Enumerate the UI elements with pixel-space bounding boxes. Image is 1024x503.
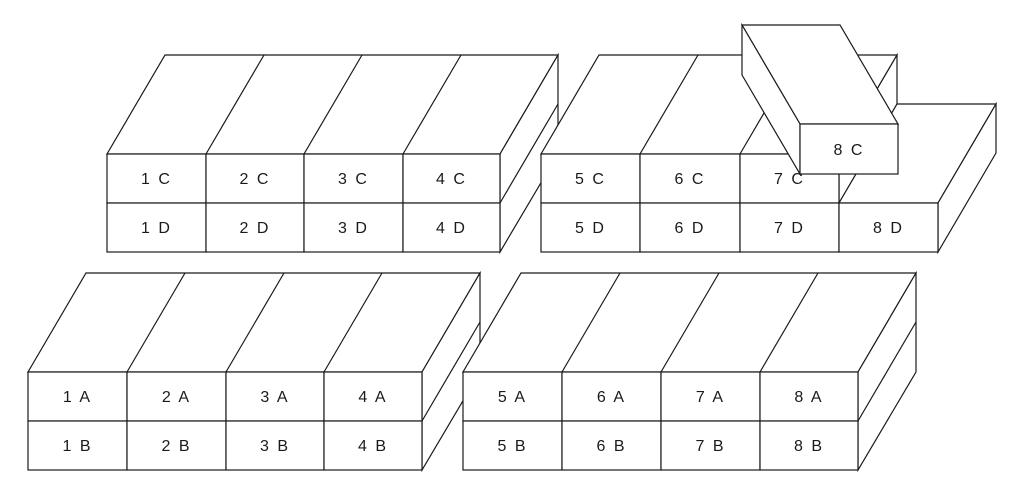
box-label: 7 A — [696, 389, 725, 406]
box-label: 7 D — [774, 220, 805, 237]
box-front: 6 D — [639, 202, 741, 253]
box-front: 3 D — [303, 202, 404, 253]
box-label: 7 B — [695, 438, 725, 455]
side-divider — [857, 321, 917, 422]
stack-top-left: 1 C 2 C 3 C 4 C 1 D 2 D 3 D 4 D — [105, 52, 560, 255]
box-label: 6 B — [596, 438, 626, 455]
box-divider — [126, 272, 186, 373]
box-label: 8 A — [794, 389, 823, 406]
box-label: 4 B — [358, 438, 388, 455]
box-front: 5 D — [540, 202, 641, 253]
box-front: 1 A — [27, 371, 128, 422]
side-divider — [421, 321, 481, 422]
stack-bottom-left: 1 A 2 A 3 A 4 A 1 B 2 B 3 B 4 B — [26, 270, 482, 473]
box-label: 8 D — [873, 220, 904, 237]
box-front: 5 B — [462, 420, 563, 471]
box-divider — [561, 272, 621, 373]
box-label: 3 A — [260, 389, 289, 406]
box-front: 3 A — [225, 371, 325, 422]
box-front: 6 B — [561, 420, 662, 471]
box-label: 8 B — [794, 438, 824, 455]
box-front: 3 C — [303, 153, 404, 204]
box-front: 1 D — [106, 202, 207, 253]
box-label: 3 D — [338, 220, 369, 237]
box-front: 4 A — [323, 371, 423, 422]
box-label: 1 D — [141, 220, 172, 237]
box-divider — [205, 54, 265, 155]
box-front: 5 A — [462, 371, 563, 422]
box-label: 1 A — [63, 389, 92, 406]
box-label: 2 B — [161, 438, 191, 455]
box-divider — [402, 54, 462, 155]
box-label: 6 C — [675, 171, 706, 188]
stack-bottom-right: 5 A 6 A 7 A 8 A 5 B 6 B 7 B 8 B — [461, 270, 918, 473]
box-front: 4 C — [402, 153, 501, 204]
box-front: 8 B — [759, 420, 859, 471]
box-front: 6 C — [639, 153, 741, 204]
box-label: 3 B — [260, 438, 290, 455]
box-front: 1 B — [27, 420, 128, 471]
box-label: 1 B — [62, 438, 92, 455]
box-label: 4 C — [436, 171, 467, 188]
box-label: 2 D — [240, 220, 271, 237]
box-front: 8 D — [838, 202, 939, 253]
side-divider — [499, 103, 559, 204]
box-label: 3 C — [338, 171, 369, 188]
box-label: 5 C — [575, 171, 606, 188]
box-label: 2 A — [162, 389, 191, 406]
box-front: 6 A — [561, 371, 662, 422]
box-label: 7 C — [774, 171, 805, 188]
box-label: 4 D — [436, 220, 467, 237]
stack-top-face — [26, 272, 482, 373]
box-divider — [225, 272, 285, 373]
box-front: 8 A — [759, 371, 859, 422]
box-front: 4 B — [323, 420, 423, 471]
box-front: 7 A — [660, 371, 761, 422]
box-divider — [303, 54, 363, 155]
box-front: 1 C — [106, 153, 207, 204]
box-front: 2 D — [205, 202, 305, 253]
box-front: 5 C — [540, 153, 641, 204]
box-label: 6 D — [675, 220, 706, 237]
box-front: 2 B — [126, 420, 227, 471]
box-label: 5 A — [498, 389, 527, 406]
box-divider — [323, 272, 383, 373]
box-front: 7 D — [739, 202, 840, 253]
box-label: 2 C — [240, 171, 271, 188]
box-front: 7 B — [660, 420, 761, 471]
box-label: 5 B — [497, 438, 527, 455]
box-front: 8 C — [799, 123, 899, 175]
box-label: 5 D — [575, 220, 606, 237]
box-divider — [660, 272, 720, 373]
box-front: 4 D — [402, 202, 501, 253]
box-divider — [759, 272, 819, 373]
box-label: 1 C — [141, 171, 172, 188]
box-divider — [639, 54, 699, 155]
box-front: 2 C — [205, 153, 305, 204]
box-label: 8 C — [834, 142, 865, 159]
box-label: 6 A — [597, 389, 626, 406]
box-front: 2 A — [126, 371, 227, 422]
box-label: 4 A — [358, 389, 387, 406]
box-front: 3 B — [225, 420, 325, 471]
loose-block-8c: 8 C — [740, 22, 900, 177]
